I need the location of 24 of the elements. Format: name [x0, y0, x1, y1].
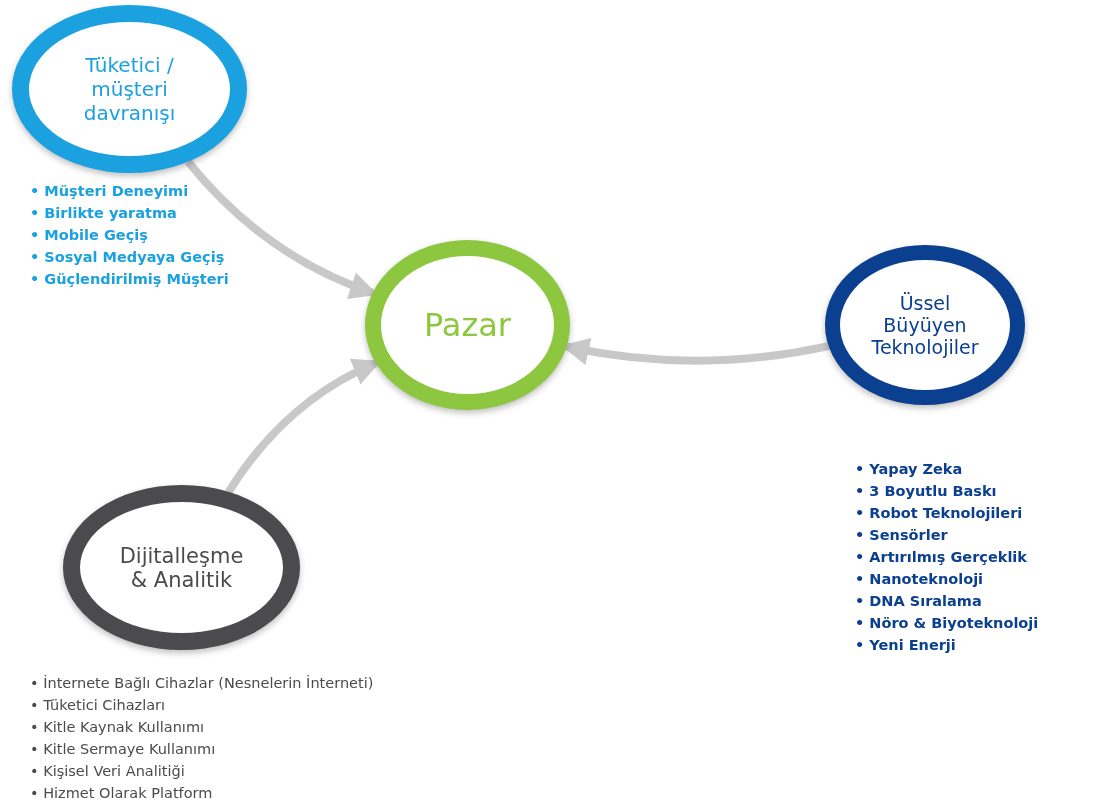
node-title: Pazar [423, 306, 512, 344]
bullet-item: • Sensörler [855, 526, 949, 545]
bullet-item: • 3 Boyutlu Baskı [855, 482, 998, 501]
bullet-item: • Kitle Kaynak Kullanımı [30, 718, 206, 737]
node-title: Tüketici / müşteri davranışı [82, 53, 177, 125]
bullet-item: • Kitle Sermaye Kullanımı [30, 740, 217, 759]
node-title: Dijitalleşme & Analitik [118, 543, 245, 592]
bullet-item: • Yapay Zeka [855, 460, 964, 479]
bullet-item: • Birlikte yaratma [30, 204, 178, 223]
bullet-item: • Yeni Enerji [855, 636, 957, 655]
bullet-item: • Artırılmış Gerçeklik [855, 548, 1028, 567]
bullet-item: • DNA Sıralama [855, 592, 983, 611]
bullet-item: • Müşteri Deneyimi [30, 182, 190, 201]
bullet-item: • Nanoteknoloji [855, 570, 985, 589]
bullet-item: • İnternete Bağlı Cihazlar (Nesnelerin İnterneti) [30, 674, 374, 693]
bullet-item: • Güçlendirilmiş Müşteri [30, 270, 229, 289]
bullet-item: • Robot Teknolojileri [855, 504, 1024, 523]
bullet-item: • Mobile Geçiş [30, 226, 149, 245]
bullet-item: • Nöro & Biyoteknoloji [855, 614, 1039, 633]
bullet-item: • Tüketici Cihazları [30, 696, 167, 715]
node-title: Üssel Büyüyen Teknolojiler [870, 292, 980, 358]
bullet-item: • Kişisel Veri Analitiği [30, 762, 186, 781]
bullet-item: • Sosyal Medyaya Geçiş [30, 248, 226, 267]
bullet-item: • Hizmet Olarak Platform [30, 784, 214, 803]
